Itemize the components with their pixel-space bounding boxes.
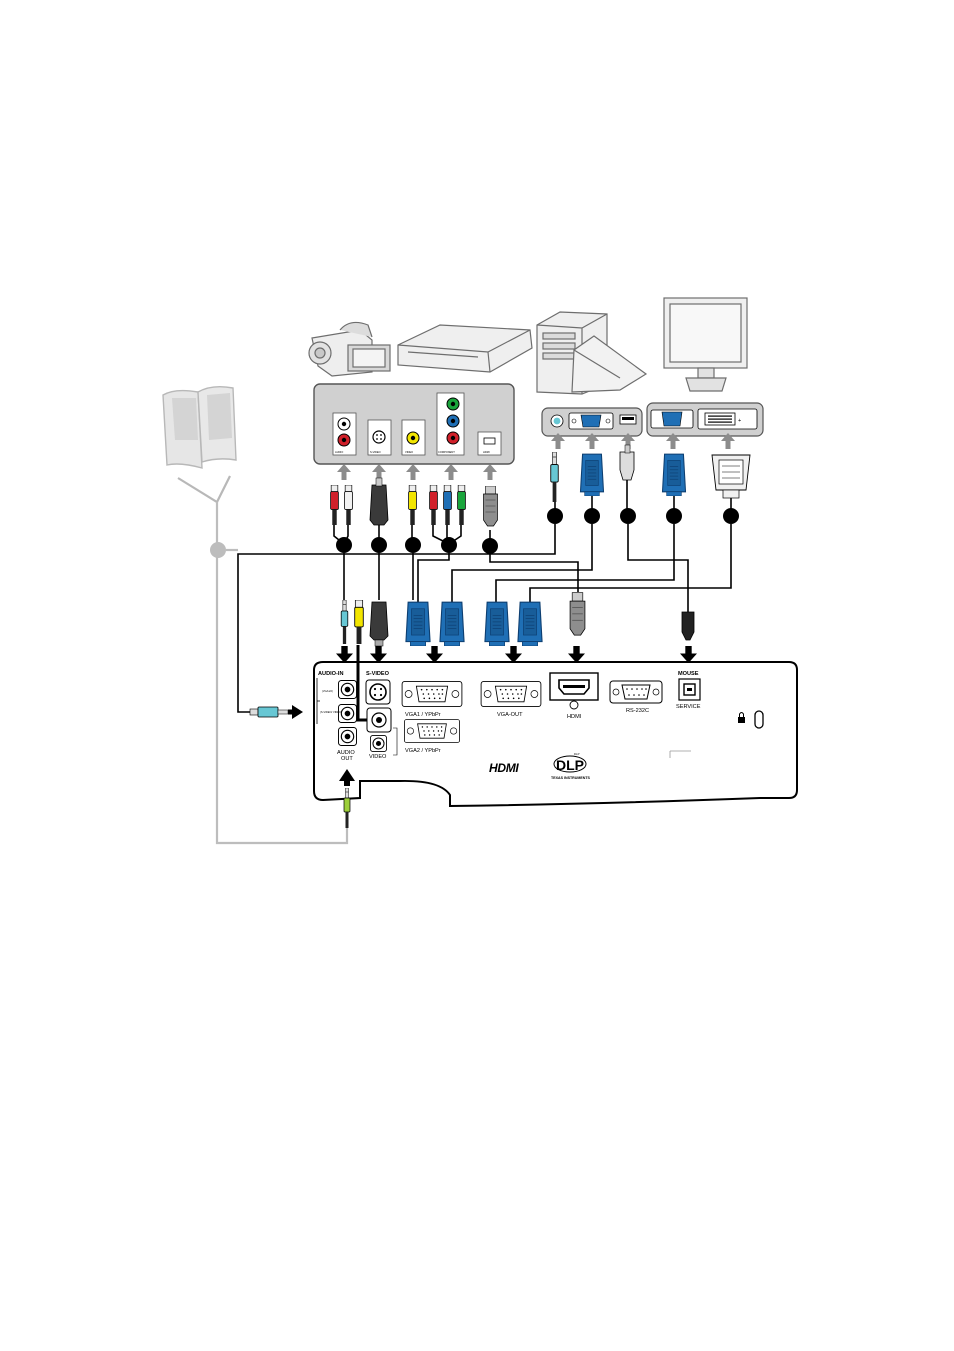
- hdmi-logo: HDMI: [489, 761, 520, 775]
- svideo-port[interactable]: [365, 679, 391, 705]
- audio-out-cable: [339, 769, 355, 828]
- svg-text:+: +: [738, 418, 741, 424]
- camcorder-illustration: [308, 321, 391, 377]
- security-slot[interactable]: [754, 710, 764, 729]
- audio-in-vga-port[interactable]: [338, 680, 357, 699]
- audio-out-label-1: AUDIO: [337, 750, 355, 756]
- hdmi-label: HDMI: [567, 714, 582, 720]
- dvd-player-illustration: [397, 324, 533, 373]
- audio-in-vga-label: (VGA1/2): [322, 689, 333, 693]
- rs232c-label: RS-232C: [626, 708, 649, 714]
- video-label: VIDEO: [369, 754, 387, 760]
- dlp-logo: DLP DLP TEXAS INSTRUMENTS: [551, 752, 591, 780]
- mouse-label: MOUSE: [678, 671, 699, 677]
- src-component-label: COMPONENT: [438, 450, 455, 454]
- vga-out-label: VGA-OUT: [497, 712, 523, 718]
- src-video-label: VIDEO: [405, 450, 413, 454]
- computer-illustration: [536, 311, 648, 395]
- source-plugs: [330, 444, 751, 527]
- audio-out-label-2: OUT: [341, 756, 353, 762]
- video-port-2[interactable]: [369, 735, 388, 752]
- monitor-input-panel: +: [646, 402, 764, 437]
- pc-output-panel: [541, 407, 643, 437]
- svg-text:HDMI: HDMI: [489, 761, 519, 775]
- cable-badges: [336, 508, 739, 554]
- mouse-service-port[interactable]: [678, 678, 701, 701]
- vga2-label: VGA2 / YPbPr: [405, 748, 441, 754]
- src-audio-label: AUDIO: [335, 450, 343, 454]
- connector-dot: [210, 542, 226, 558]
- monitor-illustration: [663, 297, 748, 392]
- av-source-panel: AUDIO S-VIDEO VIDEO COMPONENT HDMI: [313, 383, 515, 465]
- audio-in-svideo-label: (S-VIDEO/ VIDEO): [320, 710, 342, 714]
- audio-in-label: AUDIO-IN: [318, 671, 343, 677]
- projector-side-plugs: [340, 592, 695, 647]
- speakers-illustration: [162, 385, 237, 504]
- svideo-label: S-VIDEO: [366, 671, 390, 677]
- speaker-cable: [215, 502, 349, 845]
- svg-text:DLP: DLP: [556, 757, 584, 773]
- src-svideo-label: S-VIDEO: [370, 450, 381, 454]
- rs232c-port[interactable]: [609, 680, 663, 704]
- hdmi-port[interactable]: [549, 672, 599, 710]
- cable-routes: [237, 524, 732, 713]
- src-hdmi-label: HDMI: [483, 450, 490, 454]
- video-port[interactable]: [366, 707, 392, 733]
- vga1-label: VGA1 / YPbPr: [405, 712, 441, 718]
- vga-out-port[interactable]: [480, 681, 542, 707]
- audio-in-cable: [249, 705, 303, 719]
- vga1-port[interactable]: [401, 681, 463, 707]
- vga2-port[interactable]: [403, 719, 461, 743]
- audio-out-port[interactable]: [338, 727, 357, 746]
- projector-input-arrows: [336, 646, 697, 663]
- svg-text:DLP: DLP: [574, 752, 580, 756]
- svg-text:TEXAS INSTRUMENTS: TEXAS INSTRUMENTS: [551, 776, 591, 780]
- service-label: SERVICE: [676, 704, 701, 710]
- lock-icon: [738, 712, 745, 723]
